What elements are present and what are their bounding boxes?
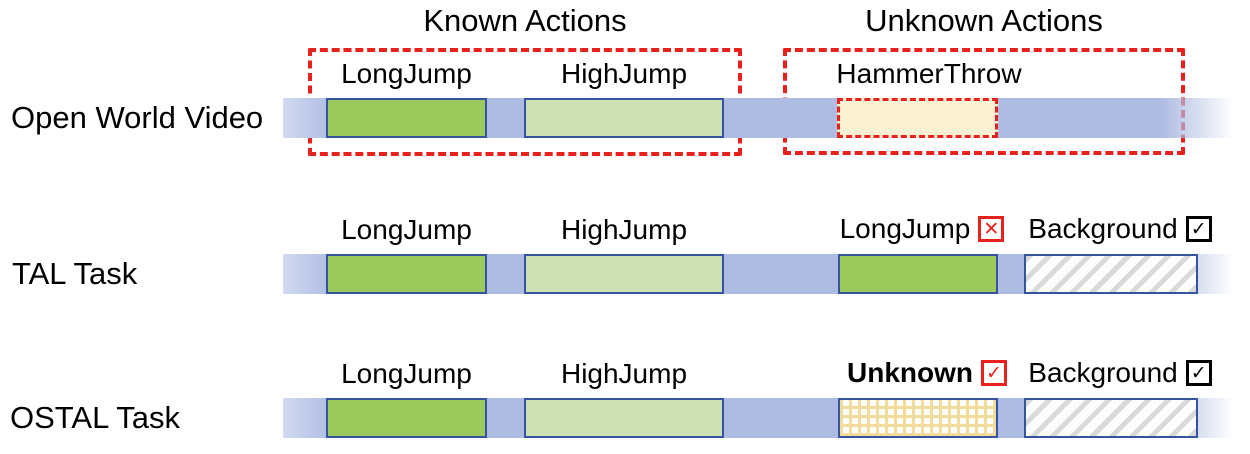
cross-glyph: ✕ bbox=[983, 218, 1000, 240]
label-highjump-owv: HighJump bbox=[560, 58, 688, 89]
unknown-check-icon: ✓ bbox=[981, 360, 1007, 386]
correct-check-icon: ✓ bbox=[1185, 216, 1212, 242]
incorrect-cross-icon: ✕ bbox=[978, 216, 1005, 242]
label-longjump-ostal: LongJump bbox=[341, 358, 472, 389]
segment-unknown-ostal bbox=[838, 398, 998, 438]
check-glyph: ✓ bbox=[1190, 218, 1207, 240]
label-longjump-tal: LongJump bbox=[341, 214, 472, 245]
segment-background-tal bbox=[1024, 254, 1198, 294]
prediction-label: Unknown bbox=[847, 357, 973, 388]
label-hammerthrow-owv: HammerThrow bbox=[836, 58, 1022, 89]
prediction-background-tal: Background ✓ bbox=[1020, 211, 1220, 247]
row-label-open-world-video: Open World Video bbox=[11, 100, 264, 135]
segment-longjump-tal-2 bbox=[838, 254, 998, 294]
segment-highjump-tal bbox=[524, 254, 724, 294]
unknown-actions-title: Unknown Actions bbox=[865, 3, 1103, 38]
segment-highjump-ostal bbox=[524, 398, 724, 438]
check-glyph: ✓ bbox=[1190, 362, 1207, 384]
prediction-background-ostal: Background ✓ bbox=[1020, 355, 1220, 391]
segment-hammerthrow-owv bbox=[837, 98, 998, 138]
segment-longjump-tal-1 bbox=[326, 254, 487, 294]
label-longjump-owv: LongJump bbox=[341, 58, 472, 89]
prediction-longjump-tal: LongJump ✕ bbox=[822, 211, 1022, 247]
prediction-label: Background bbox=[1028, 213, 1178, 244]
prediction-unknown-ostal: Unknown ✓ bbox=[827, 355, 1027, 391]
row-label-tal-task: TAL Task bbox=[12, 256, 138, 291]
segment-highjump-owv bbox=[524, 98, 724, 138]
prediction-label: LongJump bbox=[839, 213, 971, 244]
label-highjump-tal: HighJump bbox=[560, 214, 688, 245]
row-label-ostal-task: OSTAL Task bbox=[10, 400, 180, 435]
known-actions-title: Known Actions bbox=[423, 3, 627, 38]
label-highjump-ostal: HighJump bbox=[560, 358, 688, 389]
correct-check-icon: ✓ bbox=[1185, 360, 1212, 386]
check-glyph: ✓ bbox=[986, 362, 1002, 384]
segment-longjump-owv bbox=[326, 98, 487, 138]
prediction-label: Background bbox=[1028, 357, 1178, 388]
segment-longjump-ostal bbox=[326, 398, 487, 438]
segment-background-ostal bbox=[1024, 398, 1198, 438]
